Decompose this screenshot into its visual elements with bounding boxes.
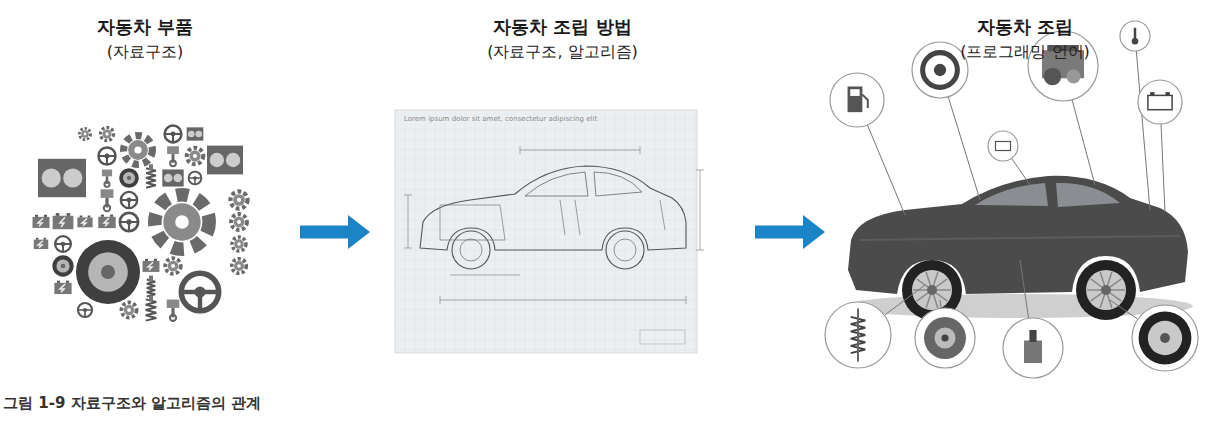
part-callout: [988, 131, 1030, 185]
steering-part: [98, 147, 115, 164]
gear-part: [121, 302, 136, 317]
dimension-lines: [404, 146, 704, 344]
panel-box: 자동차 조립 방법(자료구조, 알고리즘): [390, 8, 735, 358]
part-callout: [1138, 80, 1182, 212]
blueprint: [395, 110, 704, 353]
gear-part: [155, 195, 209, 249]
gear-part: [187, 148, 203, 164]
gear-part: [232, 237, 246, 251]
gear-part: [231, 214, 247, 230]
panel-box: 자동차 조립(프로그래밍 언어): [845, 8, 1205, 373]
wheel-part: [119, 168, 139, 188]
panel-subheading: (자료구조, 알고리즘): [487, 40, 638, 64]
gear-part: [100, 127, 113, 140]
wheel-part: [52, 255, 73, 276]
piston-part: [167, 300, 180, 321]
gear-part: [79, 128, 90, 139]
part-callout: [912, 42, 980, 200]
wheel-part: [76, 240, 140, 304]
part-callout: [1110, 300, 1198, 371]
radiator-part: [187, 127, 204, 140]
battery-part: [77, 216, 92, 228]
part-callout: [825, 285, 925, 368]
car-illustration: [825, 21, 1198, 378]
part-callout: [1003, 260, 1063, 378]
panel-heading: 자동차 부품: [97, 14, 193, 40]
piston-part: [102, 170, 112, 187]
spring-part: [146, 295, 157, 320]
steering-part: [121, 192, 137, 208]
battery-part: [53, 213, 74, 229]
blueprint-note: Lorem ipsum dolor sit amet, consectetur …: [404, 115, 597, 123]
panel-subheading: (프로그래밍 언어): [960, 40, 1090, 64]
spring-part: [147, 276, 155, 297]
gear-part: [230, 191, 247, 208]
gear-part: [165, 258, 180, 273]
panel-heading: 자동차 조립: [977, 14, 1073, 40]
radiator-part: [207, 146, 243, 175]
radiator-part: [162, 169, 183, 186]
gear-part: [232, 259, 246, 273]
radiator-part: [38, 159, 86, 197]
part-callout: [830, 73, 905, 215]
steering-part: [120, 213, 138, 231]
flow-arrow: [300, 215, 370, 249]
spring-part: [146, 164, 156, 187]
panel-subheading: (자료구조): [107, 40, 183, 64]
battery-part: [33, 215, 50, 228]
figure-caption: 그림 1-9 자료구조와 알고리즘의 관계: [3, 394, 261, 413]
battery-part: [54, 281, 71, 294]
steering-part: [165, 126, 182, 143]
battery-part: [98, 215, 115, 229]
part-callout: [915, 300, 975, 368]
blueprint-car: [420, 166, 686, 269]
flow-arrow: [755, 215, 825, 249]
steering-part: [189, 172, 202, 185]
piston-part: [101, 189, 114, 211]
blueprint-grid: [396, 111, 696, 352]
steering-part: [55, 236, 71, 252]
steering-part: [181, 273, 218, 310]
parts-cluster: [33, 126, 248, 321]
battery-part: [143, 259, 160, 272]
panel-heading: 자동차 조립 방법: [493, 14, 632, 40]
panel-box: 자동차 부품(자료구조): [10, 8, 280, 363]
steering-part: [78, 303, 92, 317]
gear-part: [124, 136, 153, 165]
piston-part: [167, 146, 179, 166]
battery-part: [34, 238, 48, 249]
